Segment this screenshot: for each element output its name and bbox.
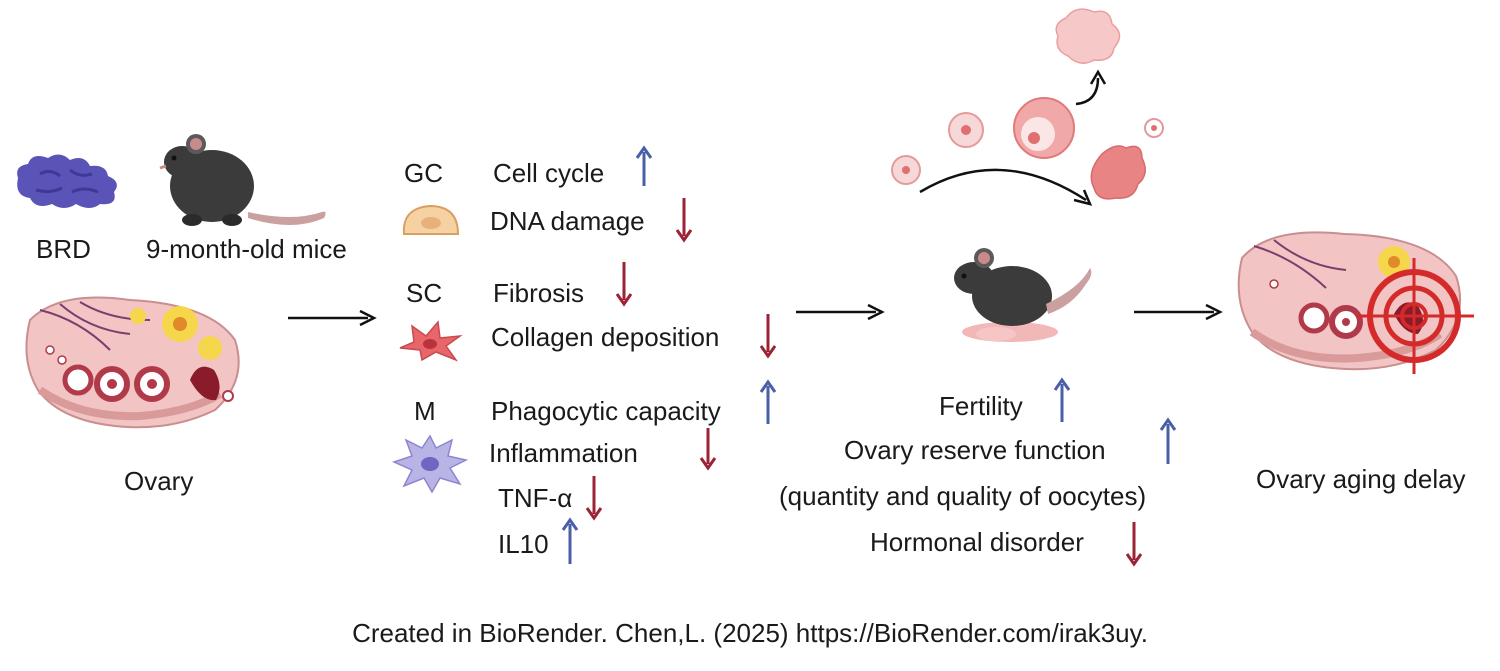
fertility-label: Fertility <box>939 391 1023 421</box>
hormonal-label: Hormonal disorder <box>870 527 1084 557</box>
sc-code: SC <box>406 278 443 308</box>
m-item-tnf-alpha: TNF-α <box>498 483 573 513</box>
brd-compound-icon <box>17 154 117 208</box>
down-arrow-icon <box>585 476 603 521</box>
sc-item-fibrosis: Fibrosis <box>493 278 585 308</box>
ovary-label: Ovary <box>124 466 194 496</box>
m-item-il10: IL10 <box>498 529 549 559</box>
m-code: M <box>414 396 436 426</box>
result-label: Ovary aging delay <box>1256 464 1466 494</box>
up-arrow-icon <box>759 379 777 424</box>
up-arrow-icon <box>561 517 579 564</box>
mouse-icon <box>159 134 326 226</box>
macrophage-icon <box>391 434 469 494</box>
reserve-note: (quantity and quality of oocytes) <box>779 481 1147 511</box>
flow-arrow-3 <box>1134 303 1223 321</box>
stromal-cell-icon <box>399 320 463 362</box>
mice-label: 9-month-old mice <box>146 234 347 264</box>
m-item-phagocytic-capacity: Phagocytic capacity <box>491 396 721 426</box>
down-arrow-icon <box>1125 522 1143 567</box>
gc-item-cell-cycle: Cell cycle <box>493 158 605 188</box>
up-arrow-icon <box>1159 417 1177 464</box>
flow-arrow-1 <box>288 309 377 327</box>
gc-item-dna-damage: DNA damage <box>490 206 645 236</box>
footer-credit: Created in BioRender. Chen,L. (2025) htt… <box>352 618 1148 648</box>
target-ovary-illustration <box>1237 231 1474 374</box>
oocytes-illustration <box>891 8 1164 206</box>
gc-code: GC <box>404 158 443 188</box>
down-arrow-icon <box>675 198 693 243</box>
up-arrow-icon <box>635 145 653 186</box>
ovary-illustration <box>25 296 240 429</box>
brd-label: BRD <box>36 234 91 264</box>
down-arrow-icon <box>615 262 633 307</box>
flow-arrow-2 <box>796 303 885 321</box>
mouse-with-pups-icon <box>954 248 1092 342</box>
granulosa-cell-icon <box>402 204 460 235</box>
up-arrow-icon <box>1053 377 1071 422</box>
down-arrow-icon <box>699 428 717 471</box>
sc-item-collagen-deposition: Collagen deposition <box>491 322 720 352</box>
down-arrow-icon <box>759 314 777 359</box>
m-item-inflammation: Inflammation <box>489 438 638 468</box>
reserve-label: Ovary reserve function <box>844 435 1106 465</box>
